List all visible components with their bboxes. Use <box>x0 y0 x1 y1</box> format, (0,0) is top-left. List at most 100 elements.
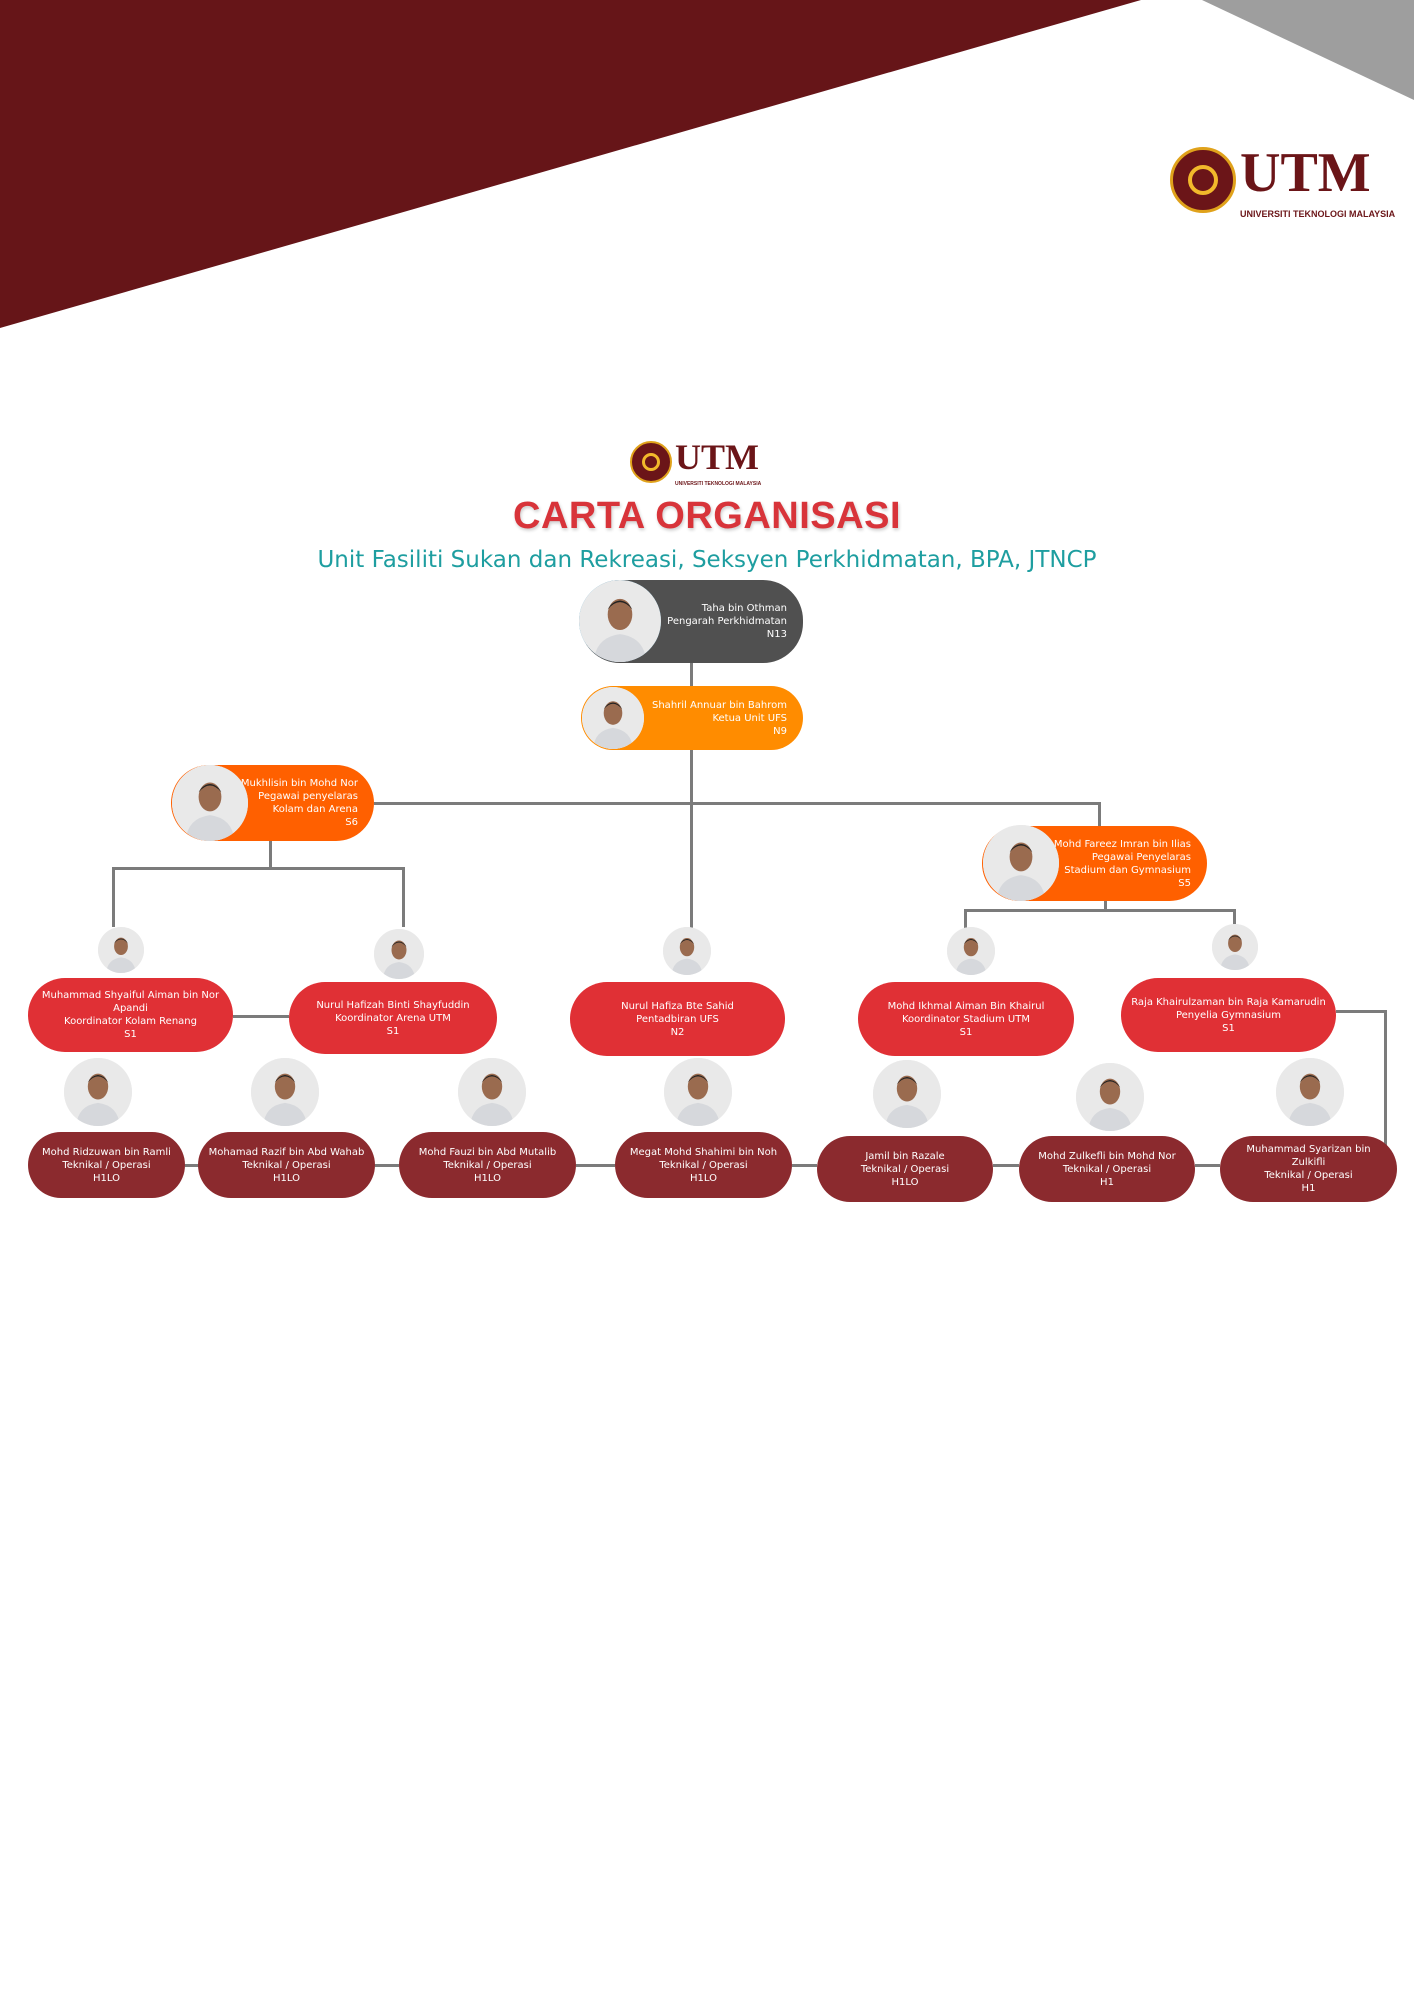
node-detail: S6 <box>345 817 358 828</box>
node-detail: H1LO <box>93 1172 120 1184</box>
banner-gray-corner <box>1202 0 1414 100</box>
node-detail: Pengarah Perkhidmatan <box>667 616 787 627</box>
connector-line <box>374 802 1099 805</box>
node-detail: Teknikal / Operasi <box>242 1159 331 1171</box>
avatar-photo-ridzuwan <box>64 1058 132 1126</box>
connector-line <box>690 750 693 928</box>
node-name: Taha bin Othman <box>701 603 787 614</box>
chart-logo-subtext: UNIVERSITI TEKNOLOGI MALAYSIA <box>675 481 762 488</box>
header-logo-subtext: UNIVERSITI TEKNOLOGI MALAYSIA <box>1240 209 1396 220</box>
avatar-photo-razif <box>251 1058 319 1126</box>
node-detail: Ketua Unit UFS <box>712 712 787 724</box>
avatar-photo-hafizah <box>374 929 424 979</box>
page-title: CARTA ORGANISASI <box>513 495 901 537</box>
connector-line <box>1336 1010 1386 1013</box>
node-detail: H1LO <box>891 1176 919 1188</box>
node-name: Muhammad Shyaiful Aiman bin Nor <box>41 990 220 1001</box>
node-detail: Teknikal / Operasi <box>860 1163 950 1175</box>
node-name: Mukhlisin bin Mohd Nor <box>240 778 358 789</box>
node-name: Mohd Fauzi bin Abd Mutalib <box>418 1146 557 1158</box>
chart-utm-logo: UTM UNIVERSITI TEKNOLOGI MALAYSIA <box>630 436 761 488</box>
node-detail: H1 <box>1100 1176 1114 1188</box>
utm-seal-icon <box>630 440 672 483</box>
node-detail: Pegawai penyelaras <box>258 791 358 802</box>
node-detail: Pegawai Penyelaras <box>1091 851 1191 863</box>
avatar-photo-shahril <box>582 687 644 749</box>
node-name: Mohamad Razif bin Abd Wahab <box>208 1146 365 1158</box>
avatar-photo-taha <box>579 580 661 662</box>
avatar-photo-megat <box>664 1058 732 1126</box>
connector-line <box>1195 1164 1220 1167</box>
node-name: Mohd Fareez Imran bin Ilias <box>1053 838 1191 850</box>
node-detail: S5 <box>1178 877 1191 889</box>
connector-line <box>233 1015 289 1018</box>
avatar-photo-zulkefli <box>1076 1063 1144 1131</box>
node-name: Muhammad Syarizan bin Zulkifli <box>1246 1144 1371 1168</box>
node-detail: H1LO <box>273 1172 300 1184</box>
node-detail: H1LO <box>690 1172 717 1184</box>
node-name: Nurul Hafizah Binti Shayfuddin <box>316 999 470 1011</box>
node-detail: N2 <box>670 1026 685 1038</box>
connector-line <box>402 867 405 927</box>
connector-line <box>1384 1010 1387 1160</box>
node-detail: Stadium dan Gymnasium <box>1064 864 1191 876</box>
node-detail: S1 <box>959 1026 973 1038</box>
connector-line <box>112 867 115 927</box>
node-detail: Teknikal / Operasi <box>443 1159 532 1171</box>
node-detail: Pentadbiran UFS <box>636 1013 719 1025</box>
connector-line <box>576 1164 615 1167</box>
node-detail: H1LO <box>474 1172 501 1184</box>
avatar-photo-ikhmal <box>947 927 995 975</box>
avatar-photo-jamil <box>873 1060 941 1128</box>
avatar-photo-hafiza <box>663 927 711 975</box>
avatar-photo-syarizan <box>1276 1058 1344 1126</box>
connector-line <box>112 867 405 870</box>
node-detail: N9 <box>773 725 787 737</box>
node-detail: N13 <box>766 629 787 640</box>
node-detail: S1 <box>386 1025 400 1037</box>
header-logo-text: UTM <box>1240 142 1371 204</box>
connector-line <box>269 841 272 868</box>
connector-line <box>690 663 693 686</box>
node-detail: Teknikal / Operasi <box>62 1159 151 1171</box>
node-detail: Penyelia Gymnasium <box>1175 1009 1282 1021</box>
node-detail: Teknikal / Operasi <box>659 1159 748 1171</box>
node-detail: Koordinator Arena UTM <box>335 1012 451 1024</box>
connector-line <box>792 1164 817 1167</box>
avatar-photo-fauzi <box>458 1058 526 1126</box>
node-detail: Kolam dan Arena <box>272 804 358 815</box>
avatar-photo-fareez <box>983 825 1059 901</box>
connector-line <box>185 1164 199 1167</box>
avatar-photo-shyaiful <box>98 927 144 973</box>
node-name: Mohd Zulkefli bin Mohd Nor <box>1038 1150 1176 1162</box>
node-detail: S1 <box>1222 1022 1235 1034</box>
node-name: Megat Mohd Shahimi bin Noh <box>629 1146 778 1158</box>
node-detail: Koordinator Kolam Renang <box>64 1016 197 1027</box>
connector-line <box>964 909 1235 912</box>
header-banner <box>0 0 1414 328</box>
connector-line <box>993 1164 1019 1167</box>
node-name: Shahril Annuar bin Bahrom <box>652 699 787 711</box>
node-detail: Teknikal / Operasi <box>1264 1170 1353 1181</box>
connector-line <box>375 1164 399 1167</box>
node-name: Jamil bin Razale <box>865 1150 945 1162</box>
node-detail: H1 <box>1301 1183 1316 1194</box>
chart-logo-text: UTM <box>675 437 759 477</box>
connector-line <box>1233 909 1236 929</box>
node-name: Nurul Hafiza Bte Sahid <box>621 1000 734 1012</box>
utm-seal-icon <box>1170 147 1236 214</box>
connector-line <box>964 909 967 929</box>
node-detail: S1 <box>124 1029 137 1040</box>
node-name: Mohd Ikhmal Aiman Bin Khairul <box>887 1000 1045 1012</box>
